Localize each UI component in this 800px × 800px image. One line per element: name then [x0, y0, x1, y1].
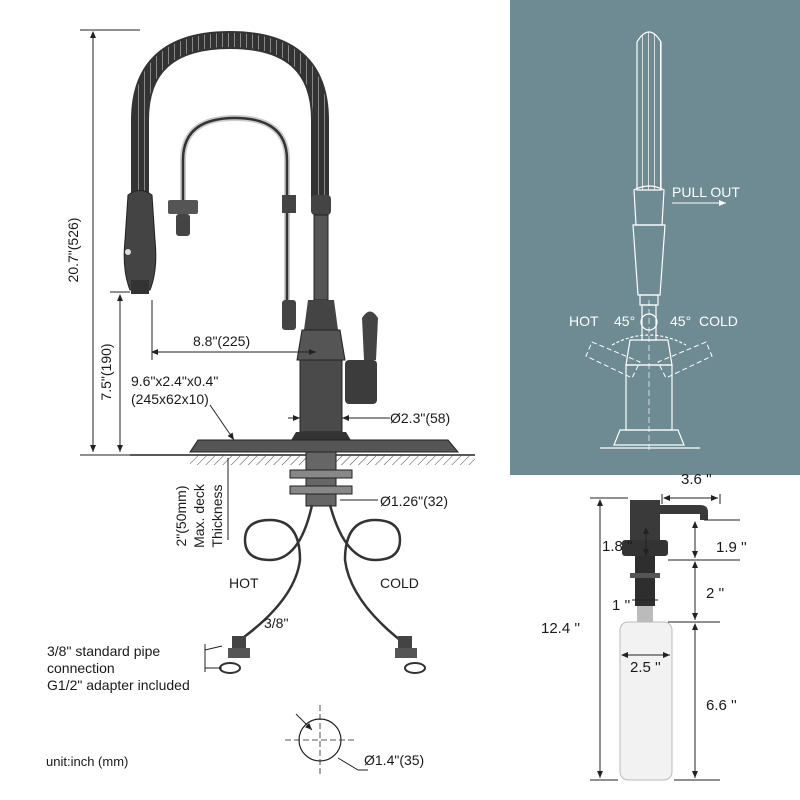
pullout-faucet-outline	[585, 31, 726, 450]
cold-label: COLD	[380, 575, 419, 591]
faucet-height-label: 20.7"(526)	[65, 218, 81, 283]
dispenser-shank-width-label: 1 ''	[612, 597, 630, 614]
pullout-label: PULL OUT	[672, 184, 740, 200]
dispenser-spout-drop-label: 1.9 ''	[716, 539, 747, 556]
deck-thickness-label-2: Max. deck	[191, 483, 207, 548]
hose-size-label: 3/8"	[264, 615, 288, 631]
pullout-cold-label: COLD	[699, 313, 738, 329]
dispenser-bottle-height-label: 6.6 ''	[706, 697, 737, 714]
soap-dispenser-drawing	[619, 500, 708, 781]
pipe-note-line-2: connection	[47, 660, 115, 676]
spout-height-label: 7.5"(190)	[98, 343, 114, 400]
unit-label: unit:inch (mm)	[46, 754, 128, 769]
dispenser-total-height-label: 12.4 ''	[541, 620, 580, 637]
deck-thickness-label-1: 2"(50mm)	[173, 486, 189, 547]
pullout-hot-label: HOT	[569, 313, 599, 329]
dispenser-pump-height-label: 1.8 ''	[602, 538, 633, 555]
deck-plate-label: 9.6"x2.4"x0.4"	[131, 373, 218, 389]
pipe-note-line-1: 3/8" standard pipe	[47, 643, 160, 659]
pipe-note-line-3: G1/2" adapter included	[47, 677, 190, 693]
dispenser-width-label: 3.6 ''	[681, 471, 712, 488]
base-diameter-label: Ø2.3"(58)	[390, 410, 450, 426]
deck-thickness-label-3: Thickness	[209, 484, 225, 547]
faucet-drawing	[123, 30, 475, 775]
pullout-angle-left: 45°	[614, 313, 635, 329]
reach-label: 8.8"(225)	[193, 333, 250, 349]
pullout-angle-right: 45°	[670, 313, 691, 329]
dispenser-shank-label: 2 ''	[706, 585, 724, 602]
hot-label: HOT	[229, 575, 259, 591]
dispenser-dimensions	[590, 494, 740, 781]
faucet-dimensions	[80, 29, 390, 672]
dispenser-bottle-width-label: 2.5 ''	[630, 659, 661, 676]
shank-diameter-label: Ø1.26"(32)	[380, 493, 448, 509]
deck-plate-mm-label: (245x62x10)	[131, 391, 209, 407]
hole-diameter-label: Ø1.4"(35)	[364, 752, 424, 768]
